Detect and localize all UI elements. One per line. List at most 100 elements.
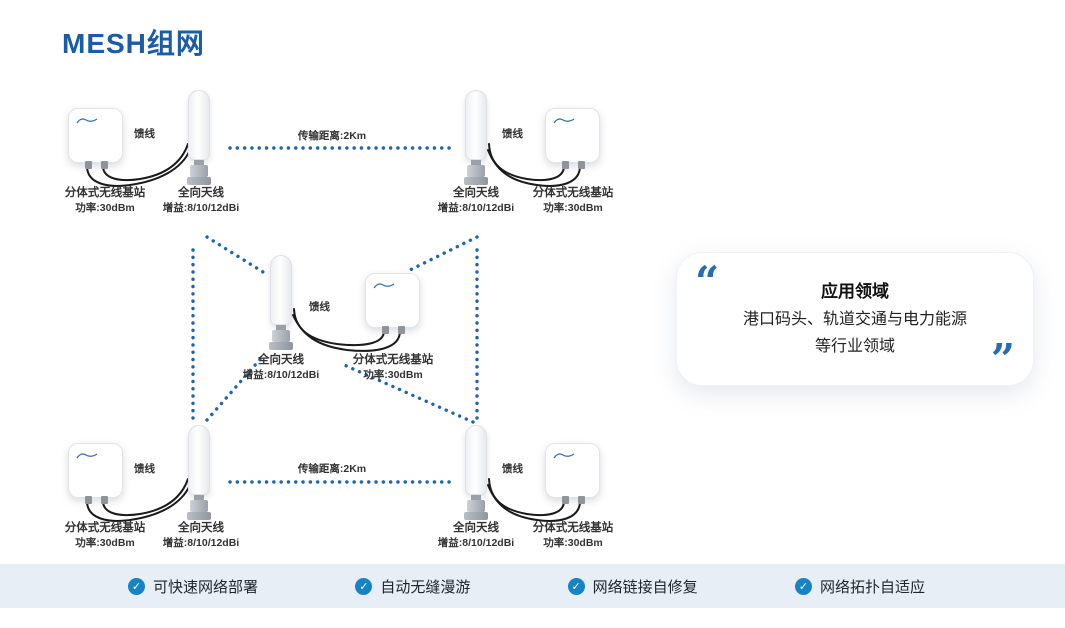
application-card-title: 应用领域 xyxy=(821,282,889,301)
feature-seamless-roaming: ✓ 自动无缝漫游 xyxy=(355,576,470,597)
base-station-label: 分体式无线基站 功率:30dBm xyxy=(40,186,170,216)
feeder-label: 馈线 xyxy=(132,126,157,141)
feeder-label: 馈线 xyxy=(132,461,157,476)
antenna-mount xyxy=(190,165,208,177)
brand-logo-icon xyxy=(76,453,98,459)
feature-label: 自动无缝漫游 xyxy=(380,578,471,596)
base-station-label: 分体式无线基站 功率:30dBm xyxy=(508,521,638,551)
device-spec: 功率:30dBm xyxy=(543,202,603,214)
antenna-clamp xyxy=(464,512,488,520)
antenna-mount xyxy=(467,500,485,512)
device-name: 全向天线 xyxy=(453,522,499,534)
antenna-neck xyxy=(276,325,286,330)
antenna-port xyxy=(85,496,92,504)
node-bottom-right: 馈线 全向天线 增益:8/10/12dBi 分体式无线基站 功率:30dBm xyxy=(438,421,630,561)
check-icon: ✓ xyxy=(128,577,145,595)
antenna-mast xyxy=(465,90,487,160)
feeder-label: 馈线 xyxy=(500,126,525,141)
feature-label: 网络拓扑自适应 xyxy=(819,578,925,596)
device-name: 分体式无线基站 xyxy=(64,522,146,534)
feeder-label: 馈线 xyxy=(307,299,332,314)
antenna-neck xyxy=(194,160,204,165)
antenna-neck xyxy=(471,160,481,165)
open-quote-icon: “ xyxy=(695,257,720,306)
antenna-clamp xyxy=(464,177,488,185)
antenna-clamp xyxy=(269,342,293,350)
brand-logo-icon xyxy=(553,453,575,459)
check-icon: ✓ xyxy=(355,577,373,595)
device-spec: 增益:8/10/12dBi xyxy=(437,537,515,549)
distance-label-bottom: 传输距离:2Km xyxy=(297,463,367,475)
base-station-device xyxy=(68,108,123,169)
antenna-neck xyxy=(194,495,204,500)
feeder-cable xyxy=(86,478,191,522)
antenna-mount xyxy=(272,330,290,342)
brand-logo-icon xyxy=(76,118,98,124)
antenna-port xyxy=(578,496,585,504)
omni-antenna-device xyxy=(187,90,211,185)
check-icon: ✓ xyxy=(567,577,585,595)
antenna-port xyxy=(398,326,405,334)
device-name: 分体式无线基站 xyxy=(352,354,434,366)
antenna-label: 全向天线 增益:8/10/12dBi xyxy=(216,353,346,383)
brand-logo-icon xyxy=(553,118,575,124)
node-top-right: 馈线 全向天线 增益:8/10/12dBi 分体式无线基站 功率:30dBm xyxy=(438,86,630,226)
antenna-mast xyxy=(465,425,487,495)
device-spec: 功率:30dBm xyxy=(75,202,135,214)
omni-antenna-device xyxy=(269,255,293,350)
antenna-mast xyxy=(188,425,210,495)
antenna-port xyxy=(578,161,585,169)
check-icon: ✓ xyxy=(794,577,812,595)
application-card-line2: 等行业领域 xyxy=(814,338,895,355)
device-name: 全向天线 xyxy=(258,354,304,366)
device-spec: 功率:30dBm xyxy=(543,537,603,549)
device-name: 全向天线 xyxy=(178,187,224,199)
antenna-clamp xyxy=(187,512,211,520)
device-spec: 增益:8/10/12dBi xyxy=(162,202,240,214)
antenna-neck xyxy=(471,495,481,500)
feature-label: 网络链接自修复 xyxy=(592,578,698,596)
node-center: 馈线 全向天线 增益:8/10/12dBi 分体式无线基站 功率:30dBm xyxy=(243,251,435,391)
base-station-label: 分体式无线基站 功率:30dBm xyxy=(328,353,458,383)
antenna-port xyxy=(101,161,108,169)
application-card: “ ” 应用领域 港口码头、轨道交通与电力能源 等行业领域 xyxy=(676,252,1034,386)
feeder-cable xyxy=(86,143,191,187)
antenna-mast xyxy=(270,255,292,325)
node-bottom-left: 馈线 分体式无线基站 功率:30dBm 全向天线 增益:8/10/12dBi xyxy=(60,421,250,561)
omni-antenna-device xyxy=(187,425,211,520)
page-title: MESH组网 xyxy=(62,28,205,59)
antenna-clamp xyxy=(187,177,211,185)
node-top-left: 馈线 分体式无线基站 功率:30dBm 全向天线 增益:8/10/12dBi xyxy=(60,86,250,226)
feeder-cable xyxy=(487,143,581,187)
antenna-mount xyxy=(190,500,208,512)
antenna-port xyxy=(382,326,389,334)
feature-label: 可快速网络部署 xyxy=(153,578,259,596)
device-name: 全向天线 xyxy=(453,187,499,199)
base-station-label: 分体式无线基站 功率:30dBm xyxy=(40,521,170,551)
base-station-device xyxy=(68,443,123,504)
omni-antenna-device xyxy=(464,90,488,185)
antenna-port xyxy=(101,496,108,504)
antenna-mast xyxy=(188,90,210,160)
feature-rapid-deployment: ✓ 可快速网络部署 xyxy=(128,576,258,597)
feature-self-healing: ✓ 网络链接自修复 xyxy=(567,576,698,597)
device-spec: 增益:8/10/12dBi xyxy=(437,202,515,214)
antenna-port xyxy=(562,161,569,169)
base-station-label: 分体式无线基站 功率:30dBm xyxy=(508,186,638,216)
antenna-port xyxy=(562,496,569,504)
antenna-mount xyxy=(467,165,485,177)
device-name: 全向天线 xyxy=(178,522,224,534)
application-card-line1: 港口码头、轨道交通与电力能源 xyxy=(742,311,967,328)
antenna-label: 全向天线 增益:8/10/12dBi xyxy=(411,186,541,216)
device-name: 分体式无线基站 xyxy=(64,187,146,199)
base-station-device xyxy=(365,273,420,334)
antenna-label: 全向天线 增益:8/10/12dBi xyxy=(136,521,266,551)
distance-label-top: 传输距离:2Km xyxy=(297,130,367,142)
device-name: 分体式无线基站 xyxy=(532,522,614,534)
feature-adaptive-topology: ✓ 网络拓扑自适应 xyxy=(794,576,925,597)
base-station-device xyxy=(545,443,600,504)
device-spec: 增益:8/10/12dBi xyxy=(242,369,320,381)
omni-antenna-device xyxy=(464,425,488,520)
antenna-label: 全向天线 增益:8/10/12dBi xyxy=(411,521,541,551)
